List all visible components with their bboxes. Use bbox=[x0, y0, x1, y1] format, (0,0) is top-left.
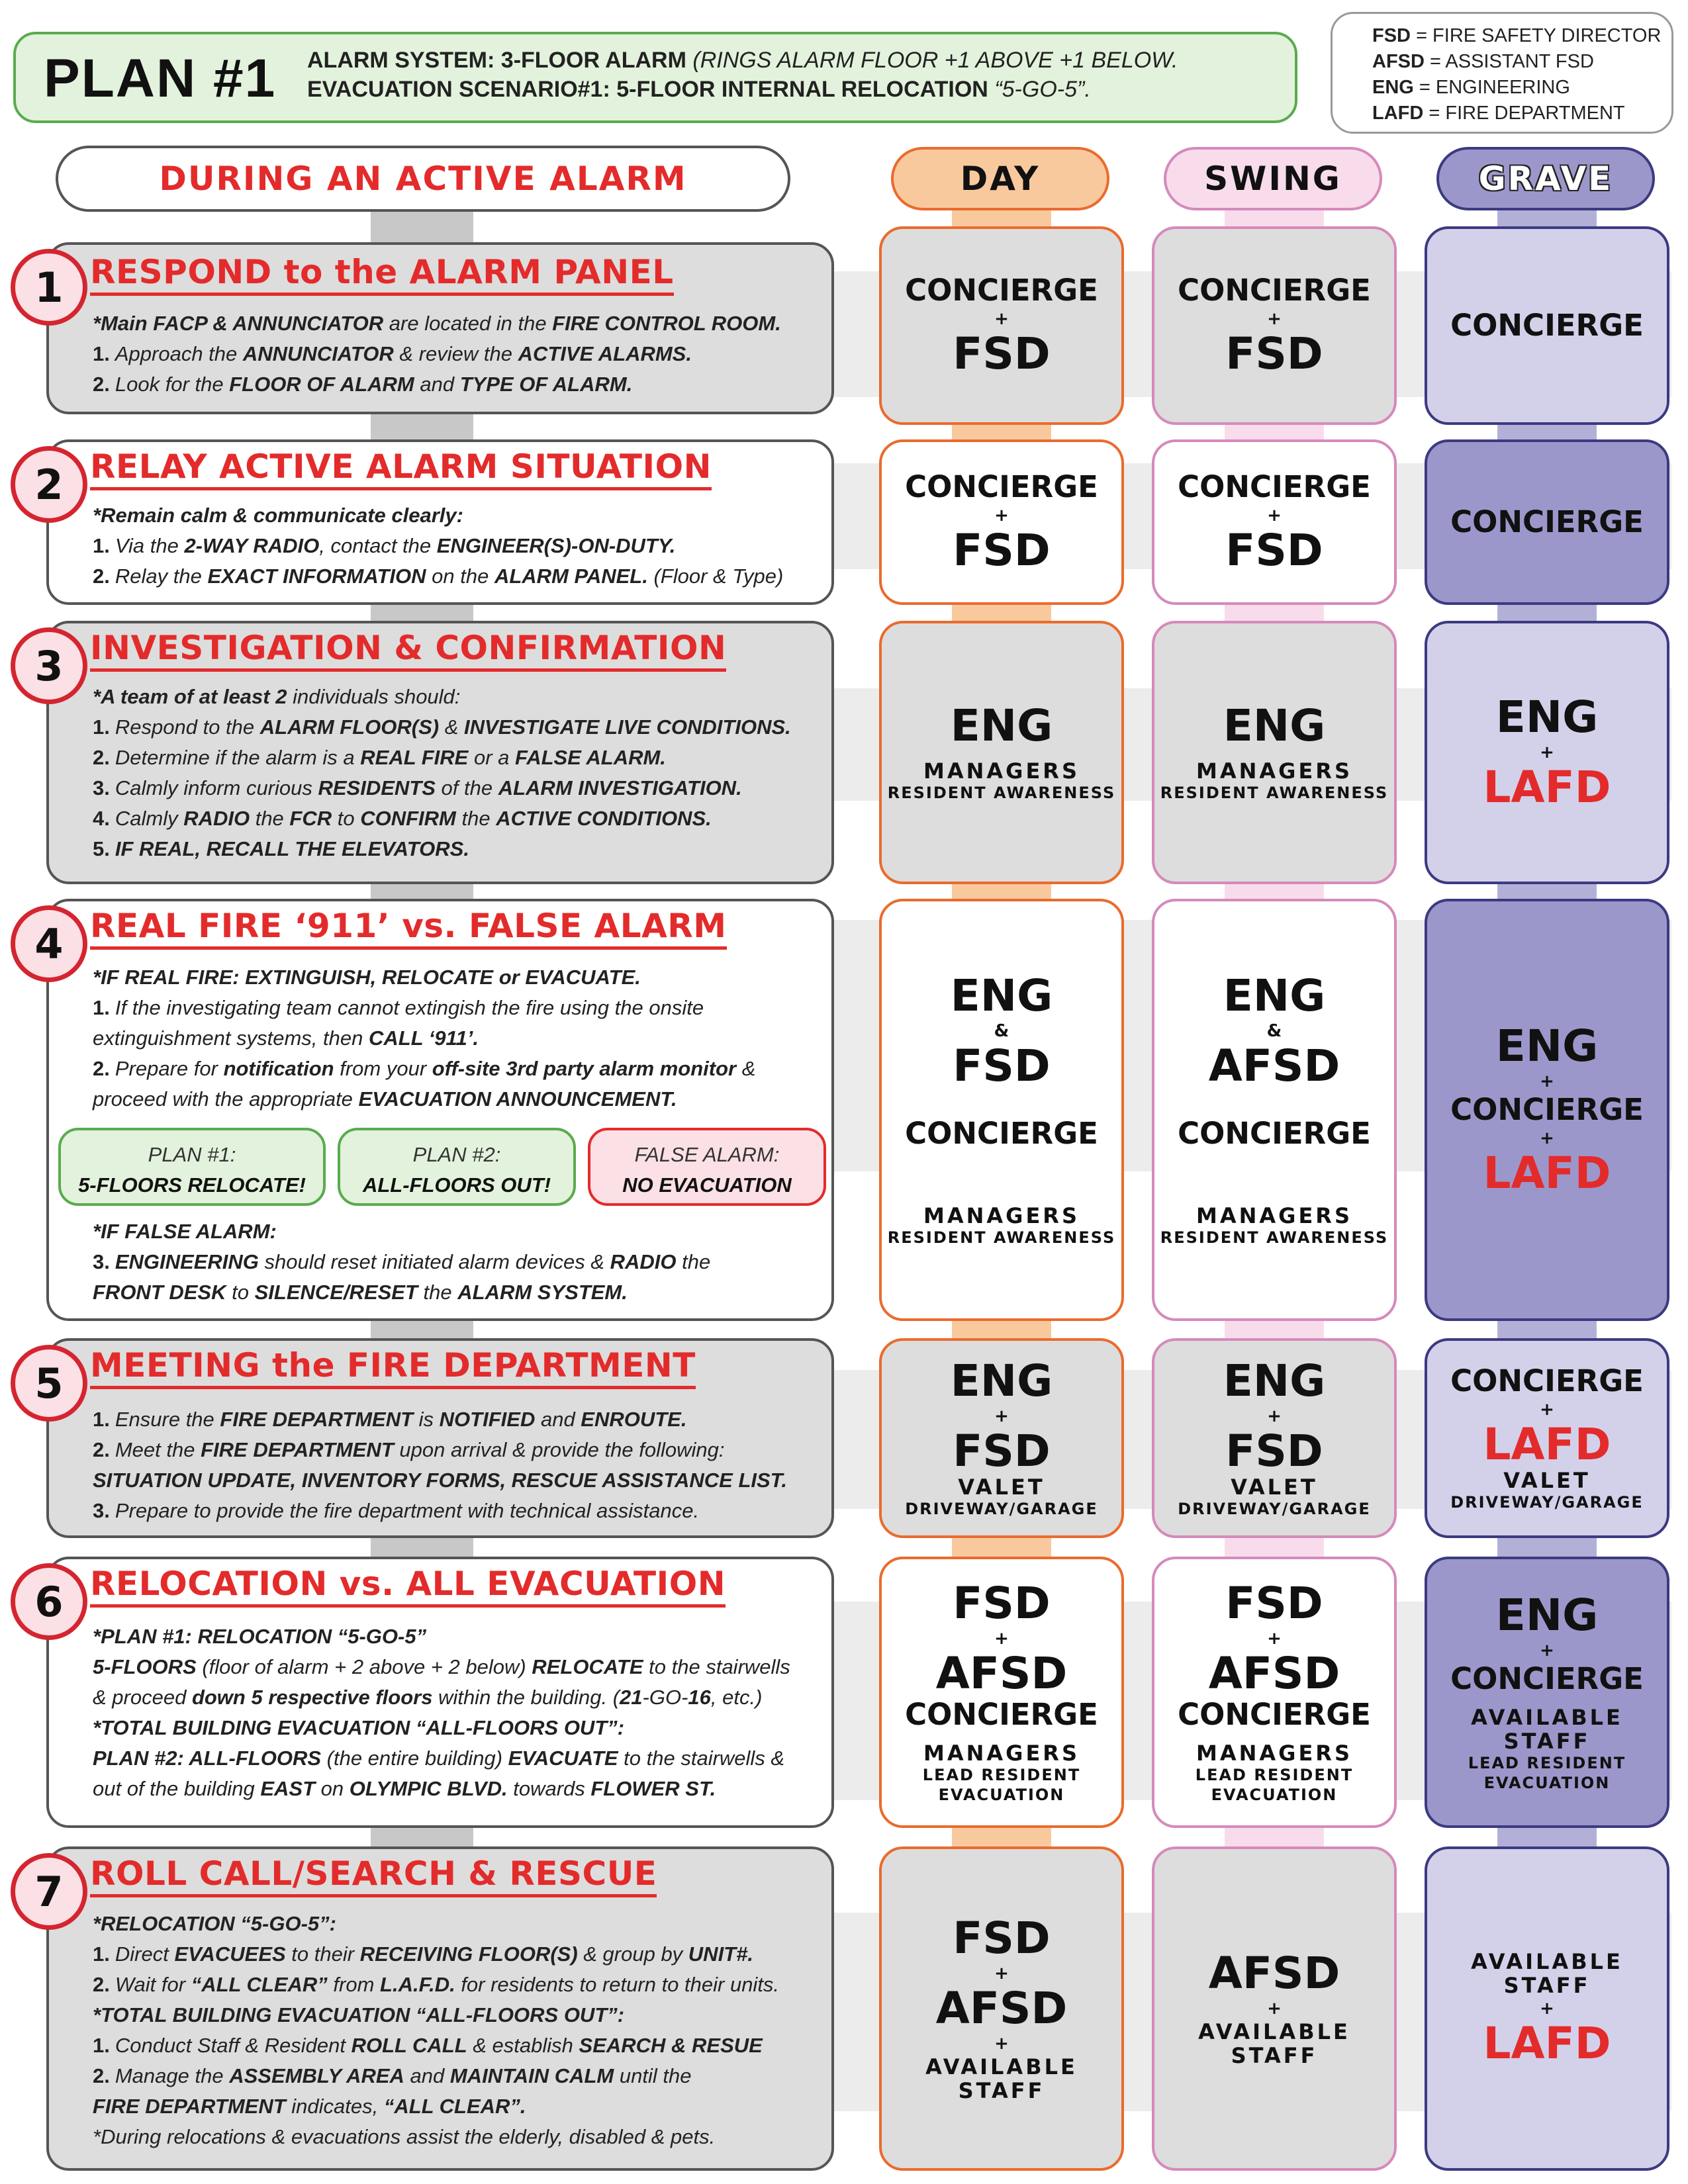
plan-header: PLAN #1 ALARM SYSTEM: 3-FLOOR ALARM (RIN… bbox=[13, 32, 1297, 123]
day-cell-step-2: CONCIERGE + FSD bbox=[879, 439, 1124, 605]
step-5-card: 1.Ensure the FIRE DEPARTMENT is NOTIFIED… bbox=[46, 1338, 834, 1538]
day-cell-step-4: ENG & FSD CONCIERGE MANAGERS RESIDENT AW… bbox=[879, 899, 1124, 1321]
step-7-title: ROLL CALL/SEARCH & RESCUE bbox=[90, 1854, 657, 1897]
grave-shift-header: GRAVE bbox=[1436, 147, 1655, 210]
swing-cell-step-6: FSD + AFSD CONCIERGE MANAGERS LEAD RESID… bbox=[1152, 1557, 1397, 1828]
step-2-number: 2 bbox=[11, 446, 87, 523]
legend-item: ENG = ENGINEERING bbox=[1372, 77, 1570, 98]
step-6-number: 6 bbox=[11, 1563, 87, 1640]
step-5-body: 1.Ensure the FIRE DEPARTMENT is NOTIFIED… bbox=[93, 1408, 787, 1522]
step-3-title: INVESTIGATION & CONFIRMATION bbox=[90, 629, 727, 672]
step-4-card: *IF REAL FIRE: EXTINGUISH, RELOCATE or E… bbox=[46, 899, 834, 1321]
step-6-title: RELOCATION vs. ALL EVACUATION bbox=[90, 1565, 726, 1608]
step-2-title: RELAY ACTIVE ALARM SITUATION bbox=[90, 447, 712, 490]
step-7-card: *RELOCATION “5-GO-5”: 1.Direct EVACUEES … bbox=[46, 1846, 834, 2171]
day-shift-header: DAY bbox=[891, 147, 1109, 210]
day-cell-step-1: CONCIERGE + FSD bbox=[879, 226, 1124, 425]
false-alarm-pill: FALSE ALARM: NO EVACUATION bbox=[588, 1128, 826, 1206]
grave-cell-step-7: AVAILABLE STAFF + LAFD bbox=[1425, 1846, 1669, 2171]
step-4-body-top: *IF REAL FIRE: EXTINGUISH, RELOCATE or E… bbox=[93, 966, 756, 1111]
step-4-title: REAL FIRE ‘911’ vs. FALSE ALARM bbox=[90, 907, 727, 950]
step-2-card: *Remain calm & communicate clearly: 1.Vi… bbox=[46, 439, 834, 605]
step-7-body: *RELOCATION “5-GO-5”: 1.Direct EVACUEES … bbox=[93, 1912, 780, 2148]
day-cell-step-5: ENG + FSD VALET DRIVEWAY/GARAGE bbox=[879, 1338, 1124, 1538]
step-1-number: 1 bbox=[11, 249, 87, 326]
grave-cell-step-6: ENG + CONCIERGE AVAILABLE STAFF LEAD RES… bbox=[1425, 1557, 1669, 1828]
legend-item: FSD = FIRE SAFETY DIRECTOR bbox=[1372, 25, 1662, 46]
swing-cell-step-5: ENG + FSD VALET DRIVEWAY/GARAGE bbox=[1152, 1338, 1397, 1538]
step-6-body: *PLAN #1: RELOCATION “5-GO-5” 5-FLOORS (… bbox=[93, 1625, 790, 1800]
day-cell-step-3: ENG MANAGERS RESIDENT AWARENESS bbox=[879, 621, 1124, 884]
plan-2-all-out-pill: PLAN #2: ALL-FLOORS OUT! bbox=[338, 1128, 576, 1206]
day-cell-step-7: FSD + AFSD + AVAILABLE STAFF bbox=[879, 1846, 1124, 2171]
step-1-title: RESPOND to the ALARM PANEL bbox=[90, 253, 674, 296]
step-1-body: *Main FACP & ANNUNCIATOR are located in … bbox=[93, 312, 781, 396]
swing-cell-step-1: CONCIERGE + FSD bbox=[1152, 226, 1397, 425]
step-3-body: *A team of at least 2 individuals should… bbox=[93, 685, 791, 860]
evacuation-scenario-line: EVACUATION SCENARIO#1: 5-FLOOR INTERNAL … bbox=[307, 77, 1091, 102]
legend-item: LAFD = FIRE DEPARTMENT bbox=[1372, 103, 1625, 124]
swing-cell-step-7: AFSD + AVAILABLE STAFF bbox=[1152, 1846, 1397, 2171]
grave-cell-step-5: CONCIERGE + LAFD VALET DRIVEWAY/GARAGE bbox=[1425, 1338, 1669, 1538]
plan-title: PLAN #1 bbox=[44, 48, 277, 109]
alarm-system-line: ALARM SYSTEM: 3-FLOOR ALARM (RINGS ALARM… bbox=[307, 48, 1178, 73]
active-alarm-header: DURING AN ACTIVE ALARM bbox=[56, 146, 790, 212]
step-6-card: *PLAN #1: RELOCATION “5-GO-5” 5-FLOORS (… bbox=[46, 1557, 834, 1828]
step-5-number: 5 bbox=[11, 1345, 87, 1422]
grave-cell-step-2: CONCIERGE bbox=[1425, 439, 1669, 605]
grave-cell-step-3: ENG + LAFD bbox=[1425, 621, 1669, 884]
abbreviation-legend: FSD = FIRE SAFETY DIRECTOR AFSD = ASSIST… bbox=[1331, 12, 1673, 134]
grave-cell-step-1: CONCIERGE bbox=[1425, 226, 1669, 425]
swing-shift-header: SWING bbox=[1164, 147, 1382, 210]
step-3-number: 3 bbox=[11, 627, 87, 704]
day-cell-step-6: FSD + AFSD CONCIERGE MANAGERS LEAD RESID… bbox=[879, 1557, 1124, 1828]
swing-cell-step-2: CONCIERGE + FSD bbox=[1152, 439, 1397, 605]
step-7-number: 7 bbox=[11, 1853, 87, 1930]
grave-cell-step-4: ENG + CONCIERGE + LAFD bbox=[1425, 899, 1669, 1321]
step-5-title: MEETING the FIRE DEPARTMENT bbox=[90, 1346, 696, 1389]
step-3-card: *A team of at least 2 individuals should… bbox=[46, 621, 834, 884]
step-4-number: 4 bbox=[11, 905, 87, 982]
step-1-card: *Main FACP & ANNUNCIATOR are located in … bbox=[46, 242, 834, 414]
swing-cell-step-3: ENG MANAGERS RESIDENT AWARENESS bbox=[1152, 621, 1397, 884]
legend-item: AFSD = ASSISTANT FSD bbox=[1372, 51, 1594, 72]
step-2-body: *Remain calm & communicate clearly: 1.Vi… bbox=[93, 504, 784, 588]
plan-1-relocate-pill: PLAN #1: 5-FLOORS RELOCATE! bbox=[58, 1128, 326, 1206]
swing-cell-step-4: ENG & AFSD CONCIERGE MANAGERS RESIDENT A… bbox=[1152, 899, 1397, 1321]
step-4-body-bottom: *IF FALSE ALARM: 3.ENGINEERING should re… bbox=[93, 1220, 711, 1304]
